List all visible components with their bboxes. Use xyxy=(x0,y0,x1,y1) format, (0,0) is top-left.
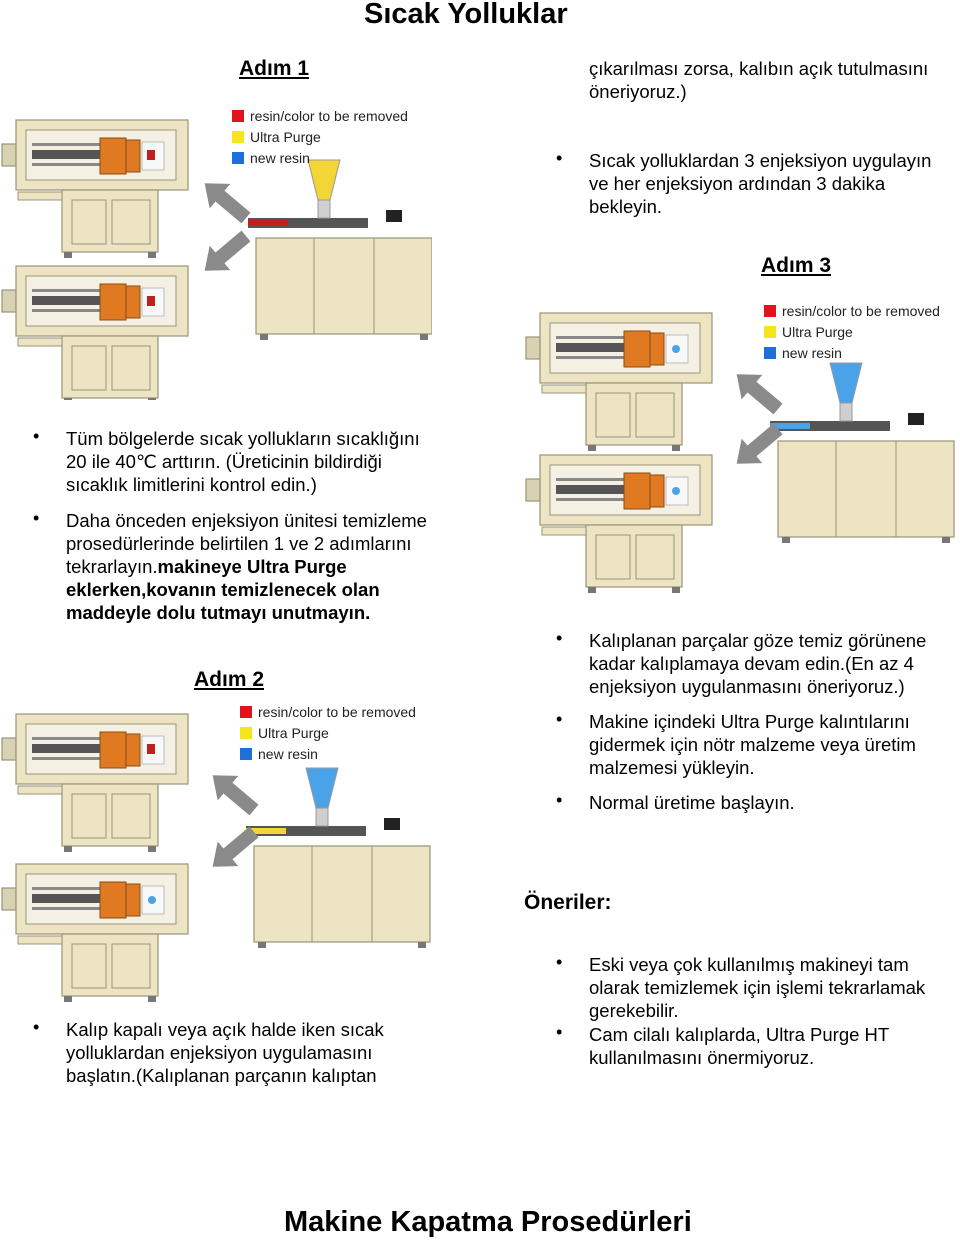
line: prosedürlerinde belirtilen 1 ve 2 adımla… xyxy=(66,533,412,554)
legend-swatch xyxy=(764,326,776,338)
legend-label: resin/color to be removed xyxy=(250,108,408,124)
line: ve her enjeksiyon ardından 3 dakika xyxy=(589,173,886,194)
step-3-heading: Adım 3 xyxy=(761,254,832,277)
line: kullanılmasını önermiyoruz. xyxy=(589,1047,815,1068)
line: Normal üretime başlayın. xyxy=(589,792,795,813)
line: sıcaklık limitlerini kontrol edin.) xyxy=(66,474,317,495)
line: öneriyoruz.) xyxy=(589,81,687,102)
bullet-marker: • xyxy=(33,508,40,528)
line: Makine içindeki Ultra Purge kalıntıların… xyxy=(589,711,910,732)
legend-swatch xyxy=(240,706,252,718)
legend-label: resin/color to be removed xyxy=(782,303,940,319)
line: Kalıp kapalı veya açık halde iken sıcak xyxy=(66,1019,384,1040)
line: olarak temizlemek için işlemi tekrarlama… xyxy=(589,977,926,998)
legend-swatch xyxy=(240,727,252,739)
legend-label: Ultra Purge xyxy=(258,725,329,741)
line: başlatın.(Kalıplanan parçanın kalıptan xyxy=(66,1065,377,1086)
page-title: Sıcak Yolluklar xyxy=(364,0,568,30)
plain-text: tekrarlayın. xyxy=(66,556,158,577)
bullet-marker: • xyxy=(33,426,40,446)
line: bekleyin. xyxy=(589,196,663,217)
legend-label: resin/color to be removed xyxy=(258,704,416,720)
legend-label: new resin xyxy=(250,150,310,166)
line: çıkarılması zorsa, kalıbın açık tutulmas… xyxy=(589,58,929,79)
line: gerekebilir. xyxy=(589,1000,679,1021)
legend-swatch xyxy=(232,131,244,143)
line: yolluklardan enjeksiyon uygulamasını xyxy=(66,1042,373,1063)
line: Eski veya çok kullanılmış makineyi tam xyxy=(589,954,909,975)
line: enjeksiyon uygulanmasını öneriyoruz.) xyxy=(589,676,905,697)
line: Kalıplanan parçalar göze temiz görünene xyxy=(589,630,927,651)
line: malzemesi yükleyin. xyxy=(589,757,755,778)
bold-line: eklerken,kovanın temizlenecek olan xyxy=(66,579,380,600)
legend-swatch xyxy=(764,347,776,359)
line: Cam cilalı kalıplarda, Ultra Purge HT xyxy=(589,1024,890,1045)
bullet-marker: • xyxy=(556,709,563,729)
bullet-marker: • xyxy=(556,790,563,810)
legend-swatch xyxy=(764,305,776,317)
bullet-marker: • xyxy=(556,628,563,648)
legend-label: Ultra Purge xyxy=(250,129,321,145)
legend-label: Ultra Purge xyxy=(782,324,853,340)
bullet-marker: • xyxy=(33,1017,40,1037)
line: gidermek için nötr malzeme veya üretim xyxy=(589,734,916,755)
line: Daha önceden enjeksiyon ünitesi temizlem… xyxy=(66,510,427,531)
line: tekrarlayın.makineye Ultra Purge xyxy=(66,555,427,578)
line: Sıcak yolluklardan 3 enjeksiyon uygulayı… xyxy=(589,150,932,171)
bold-line: maddeyle dolu tutmayı unutmayın. xyxy=(66,602,371,623)
line: kadar kalıplamaya devam edin.(En az 4 xyxy=(589,653,914,674)
bold-text: makineye Ultra Purge xyxy=(157,556,347,577)
legend-swatch xyxy=(232,152,244,164)
legend-label: new resin xyxy=(258,746,318,762)
line: Tüm bölgelerde sıcak yollukların sıcaklı… xyxy=(66,428,420,449)
line: 20 ile 40℃ arttırın. (Üreticinin bildird… xyxy=(66,451,382,472)
step-2-heading: Adım 2 xyxy=(194,668,265,691)
legend-label: new resin xyxy=(782,345,842,361)
legend-swatch xyxy=(232,110,244,122)
bullet-marker: • xyxy=(556,952,563,972)
step-1-heading: Adım 1 xyxy=(239,57,310,80)
continuation-text: çıkarılması zorsa, kalıbın açık tutulmas… xyxy=(589,57,928,103)
legend-swatch xyxy=(240,748,252,760)
bullet-marker: • xyxy=(556,148,563,168)
footer-title: Makine Kapatma Prosedürleri xyxy=(284,1206,692,1238)
bullet-marker: • xyxy=(556,1022,563,1042)
recommendations-heading: Öneriler: xyxy=(524,891,612,914)
